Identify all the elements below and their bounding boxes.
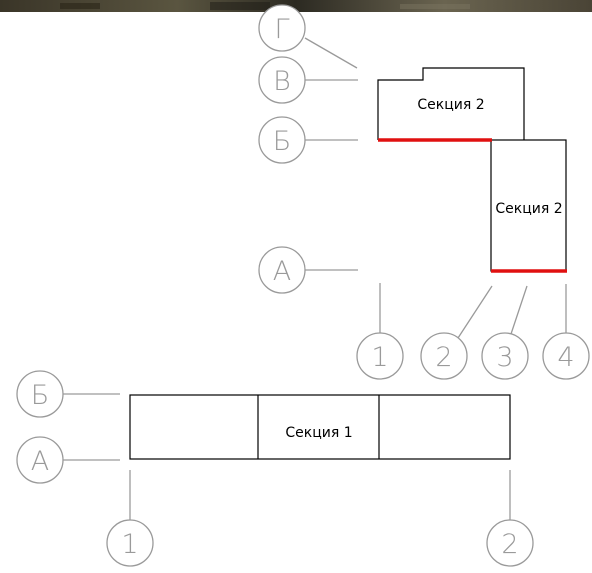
axis-bubble-1: 1	[356, 283, 404, 380]
axis-label-4: 4	[557, 342, 574, 373]
axis-label-1: 1	[371, 342, 388, 373]
axis-bubble-bottom-b: Б	[16, 370, 120, 418]
axis-label-3: 3	[496, 342, 513, 373]
axis-label-bottom-1: 1	[121, 529, 138, 560]
axis-label-a: А	[273, 256, 291, 287]
section-1-label: Секция 1	[285, 425, 352, 441]
background-photo-strip	[0, 0, 592, 12]
axis-bubble-v: В	[258, 56, 358, 104]
axis-bubble-3: 3	[481, 285, 529, 380]
top-plan: Г В Б А 1	[258, 4, 590, 380]
axis-label-2: 2	[435, 342, 452, 373]
axis-label-b: Б	[273, 126, 292, 157]
axis-label-bottom-b: Б	[31, 380, 50, 411]
axis-bubble-bottom-1: 1	[106, 470, 154, 567]
axis-bubble-4: 4	[542, 284, 590, 380]
axis-label-v: В	[273, 66, 291, 97]
axis-bubble-a: А	[258, 246, 358, 294]
axis-bubble-bottom-a: А	[16, 436, 120, 484]
bottom-plan: Б А 1 2 Секция 1	[16, 370, 534, 567]
axis-label-bottom-2: 2	[501, 529, 518, 560]
section-2-upper-label: Секция 2	[417, 97, 484, 113]
axis-bubble-g: Г	[258, 4, 358, 69]
section-1-outline	[129, 394, 511, 460]
section-2-upper-outline	[377, 67, 525, 140]
axis-bubble-2: 2	[420, 285, 493, 380]
axis-bubble-b: Б	[258, 116, 358, 164]
axis-label-bottom-a: А	[31, 446, 49, 477]
axis-bubble-bottom-2: 2	[486, 470, 534, 567]
axis-label-g: Г	[274, 14, 289, 45]
section-2-right-label: Секция 2	[495, 201, 562, 217]
